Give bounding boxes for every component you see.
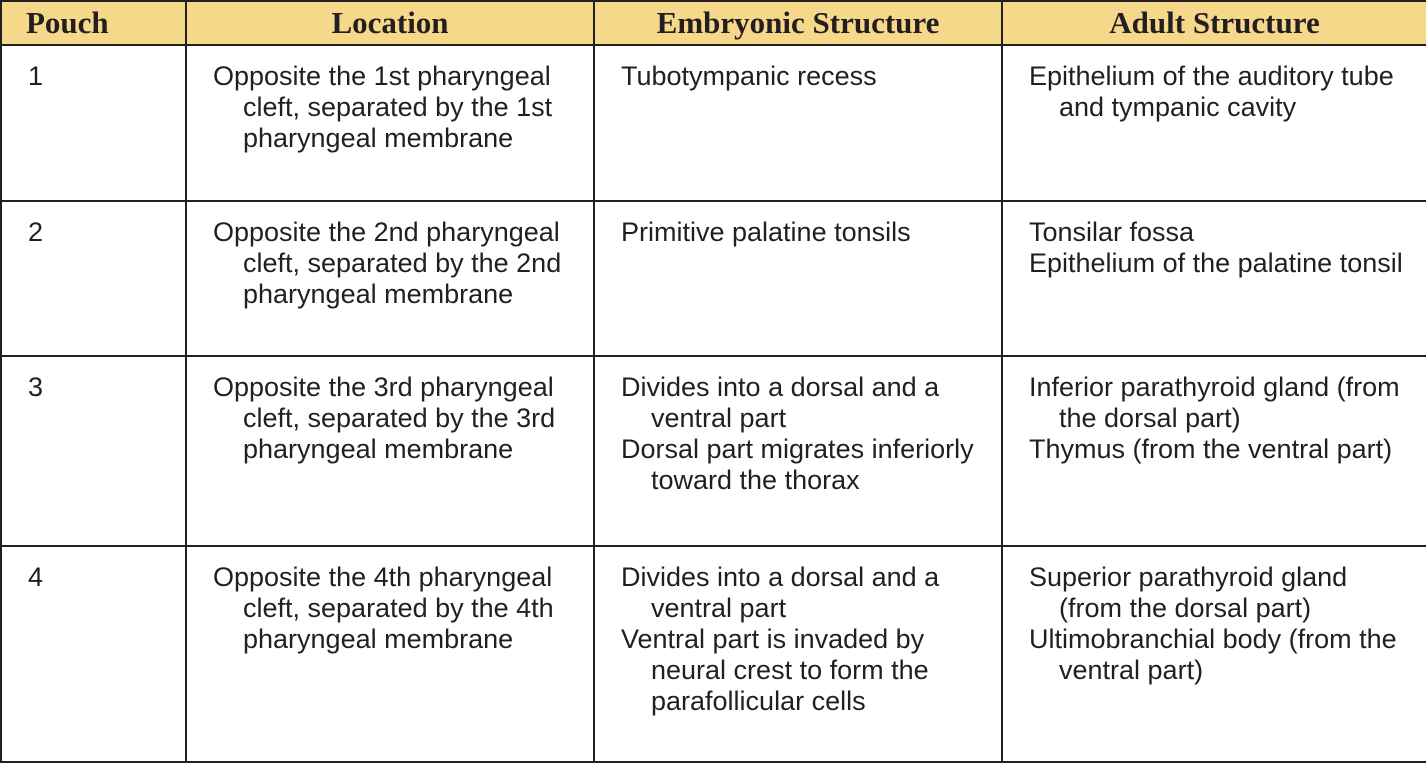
embryonic-structure-cell: Divides into a dorsal and a ventral part… xyxy=(593,355,1003,548)
adult-structure-cell: Inferior parathyroid gland (from the dor… xyxy=(1001,355,1426,548)
location-text: Opposite the 1st pharyngeal cleft, separ… xyxy=(213,61,553,153)
location-cell: Opposite the 4th pharyngeal cleft, separ… xyxy=(185,545,595,763)
table-row: 4 Opposite the 4th pharyngeal cleft, sep… xyxy=(0,545,1426,763)
location-cell: Opposite the 1st pharyngeal cleft, separ… xyxy=(185,44,595,202)
table-row: 1 Opposite the 1st pharyngeal cleft, sep… xyxy=(0,44,1426,202)
header-pouch: Pouch xyxy=(0,0,187,46)
embryonic-structure-text: Tubotympanic recess xyxy=(621,61,877,91)
header-embryonic-structure: Embryonic Structure xyxy=(593,0,1003,46)
pouch-number: 1 xyxy=(0,44,187,202)
embryonic-structure-text: Primitive palatine tonsils xyxy=(621,216,911,247)
embryonic-structure-text: Divides into a dorsal and a ventral part xyxy=(621,562,940,624)
table-row: 2 Opposite the 2nd pharyngeal cleft, sep… xyxy=(0,199,1426,358)
pouch-number: 3 xyxy=(0,355,187,548)
adult-structure-text: Ultimobranchial body (from the ventral p… xyxy=(1029,624,1397,686)
location-text: Opposite the 4th pharyngeal cleft, separ… xyxy=(213,562,554,655)
adult-structure-cell: Epithelium of the auditory tube and tymp… xyxy=(1001,44,1426,202)
pouch-number: 4 xyxy=(0,545,187,763)
adult-structure-cell: Superior parathyroid gland (from the dor… xyxy=(1001,545,1426,763)
table-row: 3 Opposite the 3rd pharyngeal cleft, sep… xyxy=(0,355,1426,548)
adult-structure-text: Thymus (from the ventral part) xyxy=(1029,434,1393,465)
embryonic-structure-text: Ventral part is invaded by neural crest … xyxy=(621,624,929,717)
adult-structure-text: Inferior parathyroid gland (from the dor… xyxy=(1029,372,1400,434)
embryonic-structure-text: Dorsal part migrates inferiorly toward t… xyxy=(621,434,974,496)
pouch-number: 2 xyxy=(0,199,187,358)
embryonic-structure-cell: Divides into a dorsal and a ventral part… xyxy=(593,545,1003,763)
header-row: Pouch Location Embryonic Structure Adult… xyxy=(0,0,1426,46)
location-cell: Opposite the 2nd pharyngeal cleft, separ… xyxy=(185,199,595,358)
adult-structure-cell: Tonsilar fossa Epithelium of the palatin… xyxy=(1001,199,1426,358)
header-location: Location xyxy=(185,0,595,46)
adult-structure-text: Epithelium of the auditory tube and tymp… xyxy=(1029,61,1394,122)
adult-structure-text: Superior parathyroid gland (from the dor… xyxy=(1029,562,1348,624)
embryonic-structure-cell: Primitive palatine tonsils xyxy=(593,199,1003,358)
embryonic-structure-text: Divides into a dorsal and a ventral part xyxy=(621,372,940,434)
embryonic-structure-cell: Tubotympanic recess xyxy=(593,44,1003,202)
location-text: Opposite the 3rd pharyngeal cleft, separ… xyxy=(213,372,556,465)
header-adult-structure: Adult Structure xyxy=(1001,0,1426,46)
adult-structure-text: Tonsilar fossa xyxy=(1029,216,1195,247)
location-cell: Opposite the 3rd pharyngeal cleft, separ… xyxy=(185,355,595,548)
location-text: Opposite the 2nd pharyngeal cleft, separ… xyxy=(213,216,562,309)
adult-structure-text: Epithelium of the palatine tonsil xyxy=(1029,247,1403,278)
